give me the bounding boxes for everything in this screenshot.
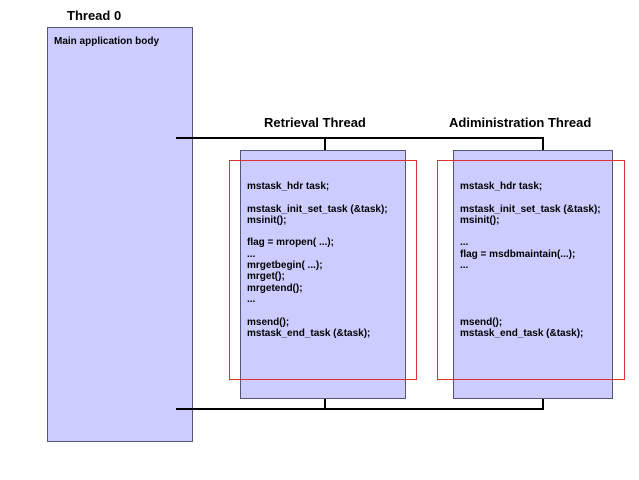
top-connector-drop-administration	[542, 137, 544, 151]
thread0-box: Main application body	[47, 27, 193, 442]
retrieval-thread-title: Retrieval Thread	[264, 115, 366, 130]
top-connector-line	[176, 137, 544, 139]
bottom-connector-rise-retrieval	[324, 398, 326, 410]
administration-thread-box	[453, 150, 613, 399]
thread0-title: Thread 0	[67, 8, 122, 23]
retrieval-thread-code: mstask_hdr task; mstask_init_set_task (&…	[247, 181, 388, 339]
top-connector-drop-retrieval	[324, 137, 326, 151]
bottom-connector-rise-administration	[542, 398, 544, 410]
administration-thread-code: mstask_hdr task; mstask_init_set_task (&…	[460, 181, 601, 339]
retrieval-thread-box	[240, 150, 406, 399]
bottom-connector-line	[176, 408, 544, 410]
administration-highlight-frame	[437, 160, 625, 380]
administration-thread-title: Adiministration Thread	[449, 115, 592, 130]
thread0-body-label: Main application body	[54, 36, 160, 47]
retrieval-highlight-frame	[229, 160, 417, 380]
